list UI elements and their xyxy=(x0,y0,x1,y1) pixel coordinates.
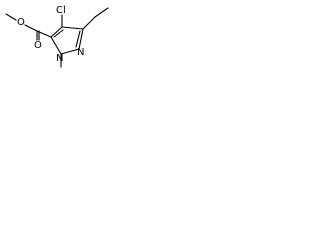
bond-oester-methyl xyxy=(5,13,17,21)
bond-n1-c5 xyxy=(50,36,62,55)
bond-n2-n1 xyxy=(60,48,80,55)
atom-label-n-ring-bottom: N xyxy=(56,53,63,64)
atom-label-o-ester: O xyxy=(17,17,25,28)
bond-c5-c4 xyxy=(50,26,63,38)
bond-carbonyl-oester xyxy=(24,24,38,32)
double-bond-c5-c4-inner xyxy=(53,29,64,38)
bond-c4-c3 xyxy=(61,26,84,30)
double-bond-c3-n2-inner xyxy=(75,30,81,48)
bond-c3-ethyl-ch2 xyxy=(82,16,96,30)
bond-c3-n2 xyxy=(78,28,84,50)
atom-label-o-carbonyl: O xyxy=(34,40,42,51)
chemical-structure-diagram: Cl O O N N xyxy=(5,5,109,68)
atom-label-n-ring-top: N xyxy=(77,47,84,58)
bond-ethyl-ch2-ch3 xyxy=(94,7,109,18)
atom-label-cl: Cl xyxy=(56,5,66,16)
